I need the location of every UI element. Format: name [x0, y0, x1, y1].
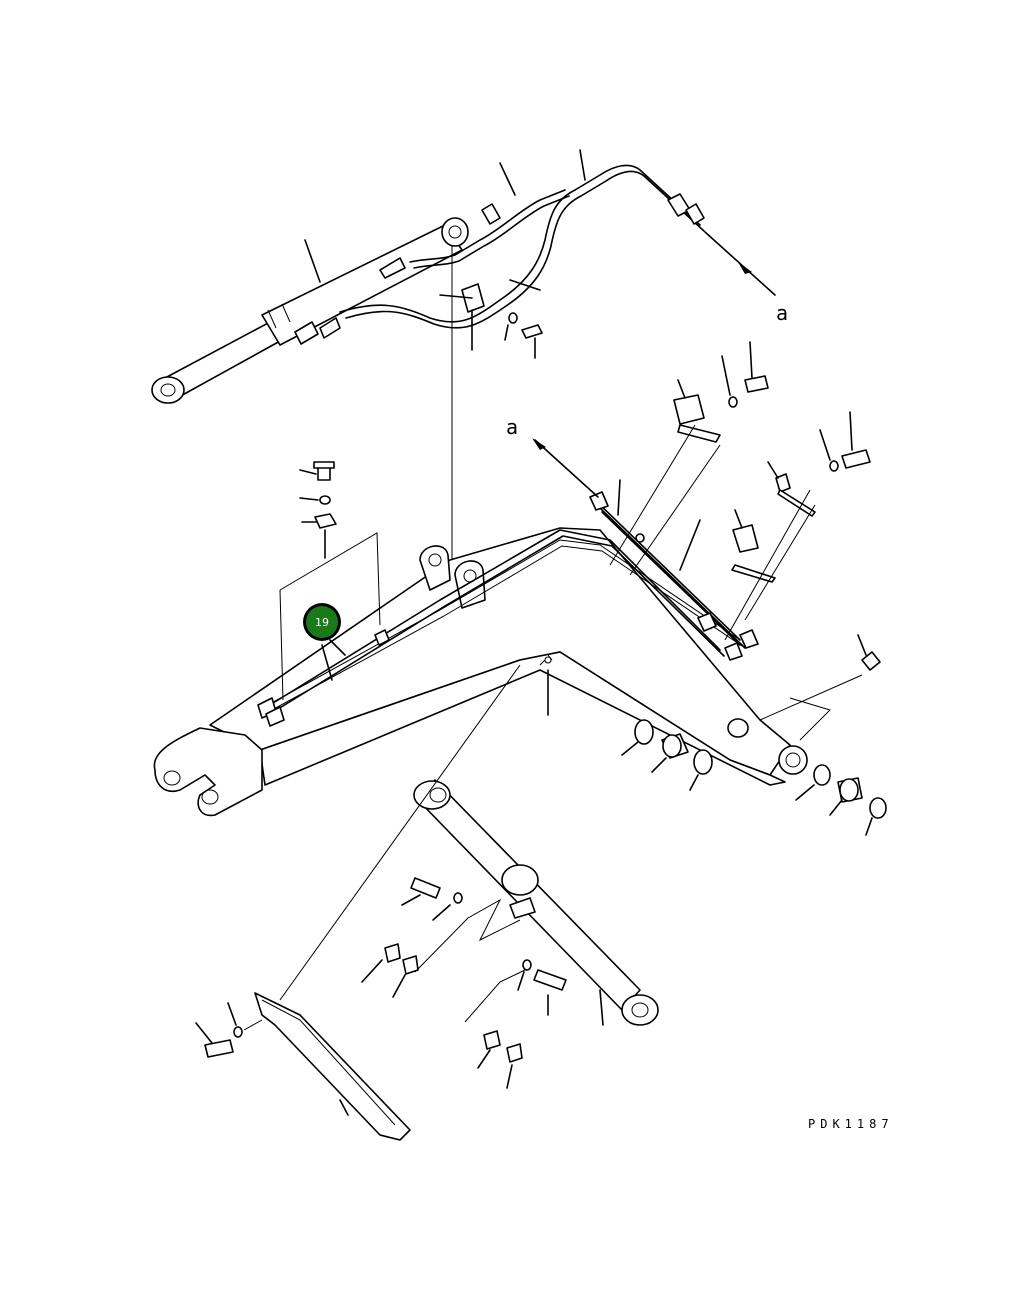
arrow-a-upper: a — [704, 231, 788, 325]
pipe-clamp-upper — [439, 283, 543, 359]
leader-armpipe-1 — [617, 479, 621, 516]
boom-clamp-group — [279, 461, 381, 701]
callout-19-number: 19 — [315, 616, 329, 629]
leader-pipe-2 — [579, 149, 586, 181]
leader-armpipe-2 — [679, 519, 701, 571]
arm-pipes — [589, 491, 759, 661]
guide-line-lower — [279, 664, 521, 1001]
leader-pipe-3 — [509, 279, 541, 291]
guard-plate — [195, 992, 411, 1141]
boom-cylinder — [151, 217, 469, 404]
leader-cylinder — [304, 239, 321, 283]
drawing-code: PDK1187 — [808, 1117, 894, 1131]
boom-piping — [257, 529, 725, 727]
mid-right-clamp — [724, 411, 871, 641]
callout-19[interactable]: 19 — [303, 603, 346, 681]
label-a-lower: a — [506, 415, 518, 439]
boom — [153, 527, 808, 817]
upper-right-clamp — [609, 341, 769, 576]
boom-tip-bushings — [621, 719, 887, 836]
arrow-a-lower: a — [506, 415, 599, 498]
leader-pipe-1 — [499, 162, 516, 196]
grease-fitting — [759, 634, 881, 741]
lower-cylinder — [413, 779, 659, 1026]
cylinder-pipes — [339, 164, 705, 329]
lower-fasteners — [361, 877, 567, 1089]
callout-19-badge[interactable] — [306, 606, 338, 638]
label-a-upper: a — [776, 301, 788, 325]
